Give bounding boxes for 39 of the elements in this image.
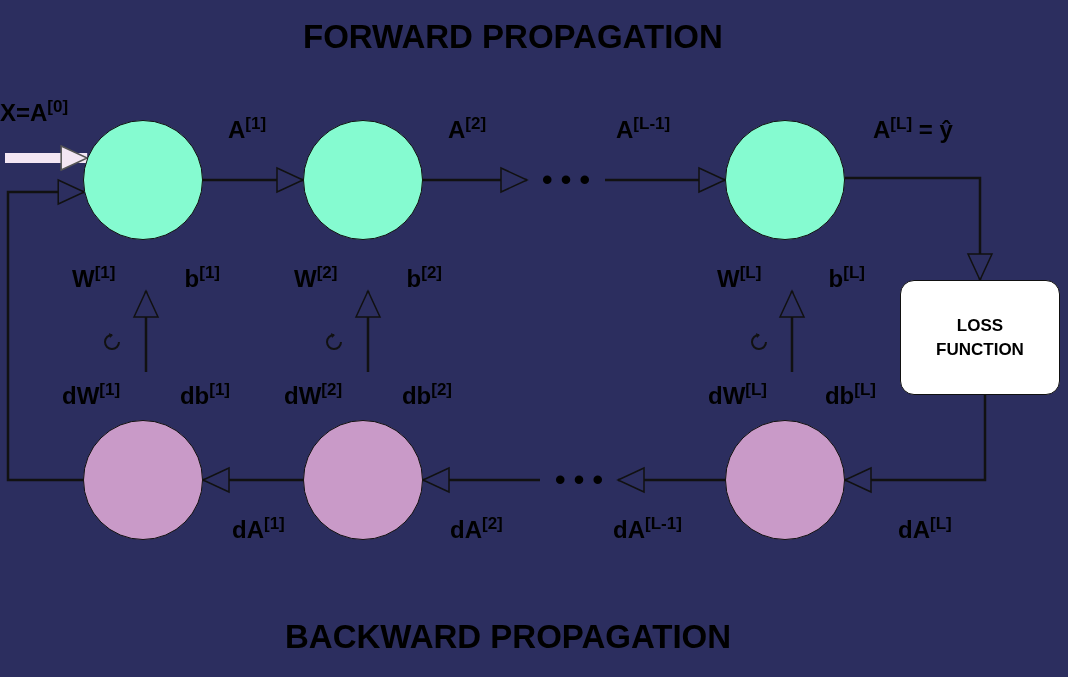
arrow [617,467,725,493]
diagram-caption: BACKWARD PROPAGATION [285,618,732,656]
ellipsis-dots: • • • [527,165,605,195]
bias-label: b$^{[L]}$ [828,264,865,291]
arrow [423,167,528,193]
process-box: LOSS FUNCTION [900,280,1060,395]
edge-label: A$^{[L-1]}$ [616,115,671,142]
arrow [355,290,381,372]
edge-label: A$^{[2]}$ [448,115,487,142]
arrow [5,145,88,171]
arrow [844,395,987,493]
edge-label: dA$^{[1]}$ [232,515,285,542]
arrow [422,467,540,493]
weight-label: W$^{[L]}$ [717,264,762,291]
edge-label: dA$^{[2]}$ [450,515,503,542]
edge-label: A$^{[1]}$ [228,115,267,142]
edge-label: dA$^{[L]}$ [898,515,952,542]
arrow [605,167,726,193]
arrow [844,176,993,281]
arrow [203,167,304,193]
bias-label: db$^{[1]}$ [179,381,230,408]
edge-label: X=A$^{[0]}$ [0,98,69,125]
diagram-title: FORWARD PROPAGATION [303,18,723,56]
weight-label: dW$^{[L]}$ [708,381,768,408]
weight-label: dW$^{[2]}$ [284,381,343,408]
weight-label: W$^{[2]}$ [294,264,338,291]
weight-label: W$^{[1]}$ [72,264,116,291]
arrow [779,290,805,372]
edge-label: A$^{[L]}$ = ŷ [873,115,953,142]
bias-label: db$^{[2]}$ [401,381,452,408]
arrow [6,179,85,482]
arrow [202,467,303,493]
weight-label: dW$^{[1]}$ [62,381,121,408]
edge-label: dA$^{[L-1]}$ [613,515,682,542]
bias-label: b$^{[1]}$ [184,264,220,291]
bias-label: db$^{[L]}$ [824,381,876,408]
ellipsis-dots: • • • [540,465,618,495]
arrow [133,290,159,372]
bias-label: b$^{[2]}$ [406,264,442,291]
